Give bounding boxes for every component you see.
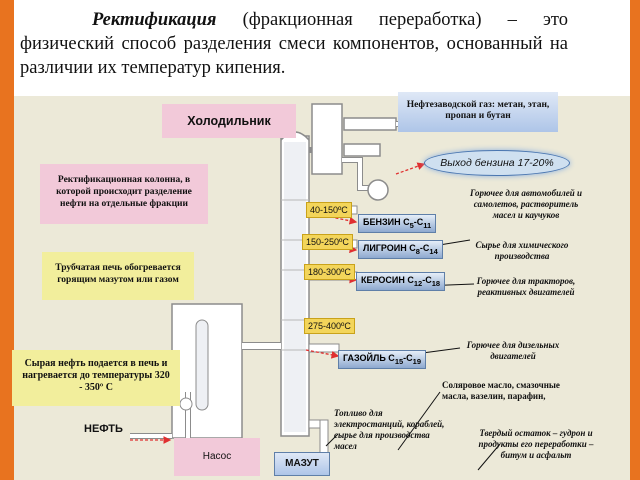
mazut-box: МАЗУТ — [274, 452, 330, 476]
term-rectification: Ректификация — [92, 10, 217, 30]
intro-text: Ректификация (фракционная переработка) –… — [20, 8, 568, 80]
intro-definition: (фракционная переработка) – это физическ… — [20, 10, 568, 78]
crude-oil-box: Сырая нефть подается в печь и нагреваетс… — [12, 350, 180, 406]
column-description-box: Ректификационная колонна, в которой прои… — [40, 164, 208, 224]
use-fuel: Топливо для электростанций, кораблей, сы… — [334, 408, 445, 451]
use-kerosene: Горючее для тракторов, реактивных двигат… — [476, 276, 576, 297]
use-gasoline: Горючее для автомобилей и самолетов, рас… — [470, 188, 582, 220]
use-ligroin: Сырье для химического производства — [475, 240, 569, 261]
fraction-kerosene: КЕРОСИН С12-С18 — [356, 272, 446, 291]
condenser-label: Холодильник — [162, 104, 296, 138]
temp-range-3: 180-300ºС — [304, 264, 355, 280]
temp-range-4: 275-400ºС — [304, 318, 355, 334]
fraction-ligroin: ЛИГРОИН С8-С14 — [358, 240, 443, 259]
use-gasoil: Горючее для дизельных двигателей — [466, 340, 560, 361]
furnace-description-box: Трубчатая печь обогревается горящим мазу… — [42, 252, 194, 300]
pump-box: Насос — [174, 438, 260, 476]
tube-furnace — [171, 303, 281, 439]
intro-area — [14, 0, 630, 96]
oil-label: НЕФТЬ — [84, 423, 123, 435]
gasoline-outlet-oval: Выход бензина 17-20% — [424, 150, 570, 176]
distillation-column — [280, 131, 310, 437]
refinery-gas-box: Нефтезаводской газ: метан, этан, пропан … — [398, 92, 558, 132]
fraction-gasoline: БЕНЗИН С5-С11 — [358, 214, 437, 233]
temp-range-1: 40-150ºС — [306, 202, 352, 218]
use-solar-oil: Соляровое масло, смазочные масла, вазели… — [442, 380, 560, 401]
temp-range-2: 150-250ºС — [302, 234, 353, 250]
fraction-gasoil: ГАЗОЙЛЬ С15-С19 — [338, 350, 426, 369]
use-tar: Твердый остаток – гудрон и продукты его … — [478, 428, 594, 460]
